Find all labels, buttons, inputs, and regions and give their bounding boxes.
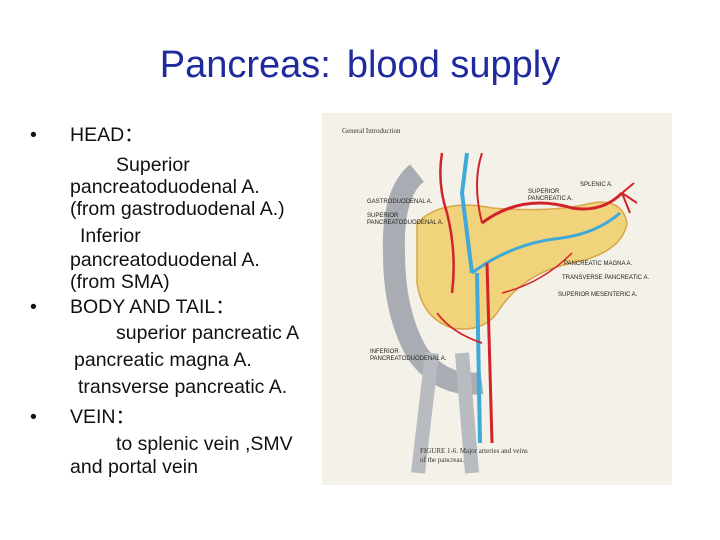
- label-superior-mesenteric: SUPERIOR MESENTERIC A.: [558, 292, 638, 298]
- gastroduodenal-artery: [439, 152, 455, 294]
- label-sup-pd-1: SUPERIOR: [367, 213, 399, 219]
- label-gastroduodenal: GASTRODUODENAL A.: [367, 199, 433, 205]
- label-inf-pd-1: INFERIOR: [370, 349, 399, 355]
- bullet-line: (from SMA): [70, 271, 170, 293]
- vena-cava-shape: [455, 352, 479, 474]
- transverse-pancreatic-artery: [501, 252, 573, 294]
- bullet-line: Inferior: [80, 225, 141, 247]
- bullet-line: superior pancreatic A: [116, 322, 300, 344]
- bullet-line: pancreatoduodenal A.: [70, 249, 260, 271]
- slide-title: Pancreas: blood supply: [0, 44, 720, 87]
- label-transverse-pancreatic: TRANSVERSE PANCREATIC A.: [562, 275, 649, 281]
- bullet-dot: •: [30, 124, 37, 146]
- duodenum-shape: [382, 164, 484, 395]
- anatomy-figure: General Introduction GASTRODUODENAL A. S…: [342, 127, 649, 474]
- aorta-shape: [411, 352, 439, 474]
- superior-mesenteric-vein: [475, 272, 482, 444]
- bullet-line: (from gastroduodenal A.): [70, 198, 285, 220]
- label-sup-pd-2: PANCREATODUODENAL A.: [367, 220, 444, 226]
- label-inf-pd-2: PANCREATODUODENAL A.: [370, 356, 447, 362]
- title-part-2: blood supply: [346, 44, 561, 86]
- splenic-vein: [471, 211, 621, 275]
- splenic-branches: [621, 182, 638, 214]
- bullet-line: transverse pancreatic A.: [78, 376, 288, 398]
- bullet-heading-head: HEAD：: [70, 124, 144, 146]
- label-sup-pancreatic-2: PANCREATIC A.: [528, 196, 573, 202]
- bullet-dot: •: [30, 406, 37, 428]
- superior-mesenteric-artery: [485, 262, 494, 444]
- figure-caption-1: FIGURE 1-6. Major arteries and veins: [420, 447, 528, 455]
- pancreas-shape: [416, 201, 628, 330]
- title-part-1: Pancreas:: [159, 44, 331, 86]
- pancreas-illustration: General Introduction GASTRODUODENAL A. S…: [322, 113, 672, 485]
- portal-vein: [459, 152, 474, 274]
- bullet-line: and portal vein: [70, 456, 198, 478]
- label-splenic: SPLENIC A.: [580, 182, 613, 188]
- inferior-pancreatoduodenal-artery: [436, 312, 483, 344]
- figure-caption-2: of the pancreas.: [420, 456, 464, 464]
- label-sup-pancreatic-1: SUPERIOR: [528, 189, 560, 195]
- bullet-line: Superior: [116, 154, 190, 176]
- bullet-dot: •: [30, 296, 37, 318]
- bullet-line: pancreatoduodenal A.: [70, 176, 260, 198]
- bullet-heading-body-tail: BODY AND TAIL：: [70, 296, 235, 318]
- splenic-artery: [481, 191, 624, 225]
- label-pancreatic-magna: PANCREATIC MAGNA A.: [564, 261, 632, 267]
- hepatic-artery: [476, 152, 483, 224]
- figure-header: General Introduction: [342, 127, 401, 135]
- bullet-line: to splenic vein ,SMV: [116, 433, 293, 455]
- bullet-heading-vein: VEIN：: [70, 406, 136, 428]
- bullet-line: pancreatic magna A.: [74, 349, 252, 371]
